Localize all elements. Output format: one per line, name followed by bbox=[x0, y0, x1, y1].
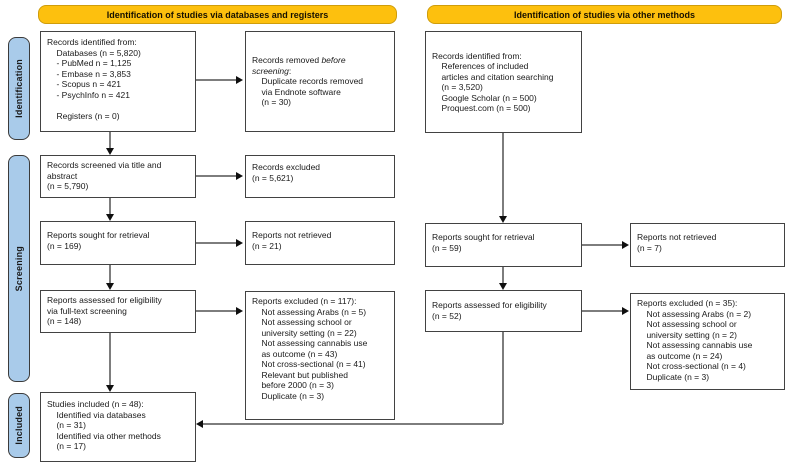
records-removed-prefix: Records removed bbox=[252, 55, 322, 66]
arrow-om-assessed-to-included-head bbox=[196, 420, 203, 428]
banner-other-methods: Identification of studies via other meth… bbox=[427, 5, 782, 24]
box-records-excluded: Records excluded (n = 5,621) bbox=[245, 155, 395, 198]
arrow-om-assessed-to-included-hline bbox=[203, 423, 503, 425]
box-records-removed-text: Records removed before screening: Duplic… bbox=[252, 55, 363, 108]
box-studies-included: Studies included (n = 48): Identified vi… bbox=[40, 392, 196, 462]
arrow-assessed-to-excluded-om-head bbox=[622, 307, 629, 315]
box-reports-excluded-db: Reports excluded (n = 117): Not assessin… bbox=[245, 291, 395, 420]
arrow-screened-to-excluded-line bbox=[196, 175, 237, 177]
arrow-screened-to-sought-line bbox=[109, 198, 111, 215]
box-reports-not-retrieved-om: Reports not retrieved (n = 7) bbox=[630, 223, 785, 267]
arrow-sought-to-notretrieved-db-head bbox=[236, 239, 243, 247]
arrow-sought-to-assessed-db-line bbox=[109, 265, 111, 284]
arrow-db-identified-to-removed-head bbox=[236, 76, 243, 84]
arrow-om-identified-to-sought-line bbox=[502, 133, 504, 217]
arrow-assessed-to-excluded-db-line bbox=[196, 310, 237, 312]
sidebar-identification-label: Identification bbox=[14, 59, 24, 118]
arrow-assessed-to-included-head bbox=[106, 385, 114, 392]
box-reports-not-retrieved-db: Reports not retrieved (n = 21) bbox=[245, 221, 395, 265]
arrow-screened-to-sought-head bbox=[106, 214, 114, 221]
box-db-records-identified: Records identified from: Databases (n = … bbox=[40, 31, 196, 132]
arrow-assessed-to-included-line bbox=[109, 333, 111, 386]
box-records-screened: Records screened via title and abstract … bbox=[40, 155, 196, 198]
arrow-sought-to-assessed-om-line bbox=[502, 267, 504, 284]
sidebar-included: Included bbox=[8, 393, 30, 458]
box-reports-sought-om: Reports sought for retrieval (n = 59) bbox=[425, 223, 582, 267]
banner-databases-registers: Identification of studies via databases … bbox=[38, 5, 397, 24]
arrow-sought-to-notretrieved-db-line bbox=[196, 242, 237, 244]
arrow-db-identified-to-removed-line bbox=[196, 79, 237, 81]
box-reports-assessed-db: Reports assessed for eligibility via ful… bbox=[40, 290, 196, 333]
arrow-db-identified-to-screened-head bbox=[106, 148, 114, 155]
records-removed-body: Duplicate records removed via Endnote so… bbox=[261, 76, 364, 108]
arrow-screened-to-excluded-head bbox=[236, 172, 243, 180]
box-reports-sought-db: Reports sought for retrieval (n = 169) bbox=[40, 221, 196, 265]
arrow-db-identified-to-screened-line bbox=[109, 132, 111, 149]
records-removed-italic: before screening bbox=[252, 55, 346, 76]
arrow-assessed-to-excluded-db-head bbox=[236, 307, 243, 315]
sidebar-included-label: Included bbox=[14, 406, 24, 445]
arrow-sought-to-notretrieved-om-line bbox=[582, 244, 623, 246]
box-om-records-identified-text: Records identified from: References of i… bbox=[432, 50, 554, 114]
sidebar-screening-label: Screening bbox=[14, 245, 24, 292]
arrow-om-assessed-to-included-vline bbox=[502, 332, 504, 424]
arrow-sought-to-notretrieved-om-head bbox=[622, 241, 629, 249]
box-reports-excluded-om: Reports excluded (n = 35): Not assessing… bbox=[630, 293, 785, 390]
arrow-sought-to-assessed-db-head bbox=[106, 283, 114, 290]
arrow-om-identified-to-sought-head bbox=[499, 216, 507, 223]
box-records-removed: Records removed before screening: Duplic… bbox=[245, 31, 395, 132]
records-removed-suffix: : bbox=[288, 65, 292, 76]
sidebar-identification: Identification bbox=[8, 37, 30, 140]
box-om-records-identified: Records identified from: References of i… bbox=[425, 31, 582, 133]
box-reports-assessed-om: Reports assessed for eligibility (n = 52… bbox=[425, 290, 582, 332]
arrow-sought-to-assessed-om-head bbox=[499, 283, 507, 290]
arrow-assessed-to-excluded-om-line bbox=[582, 310, 623, 312]
sidebar-screening: Screening bbox=[8, 155, 30, 382]
